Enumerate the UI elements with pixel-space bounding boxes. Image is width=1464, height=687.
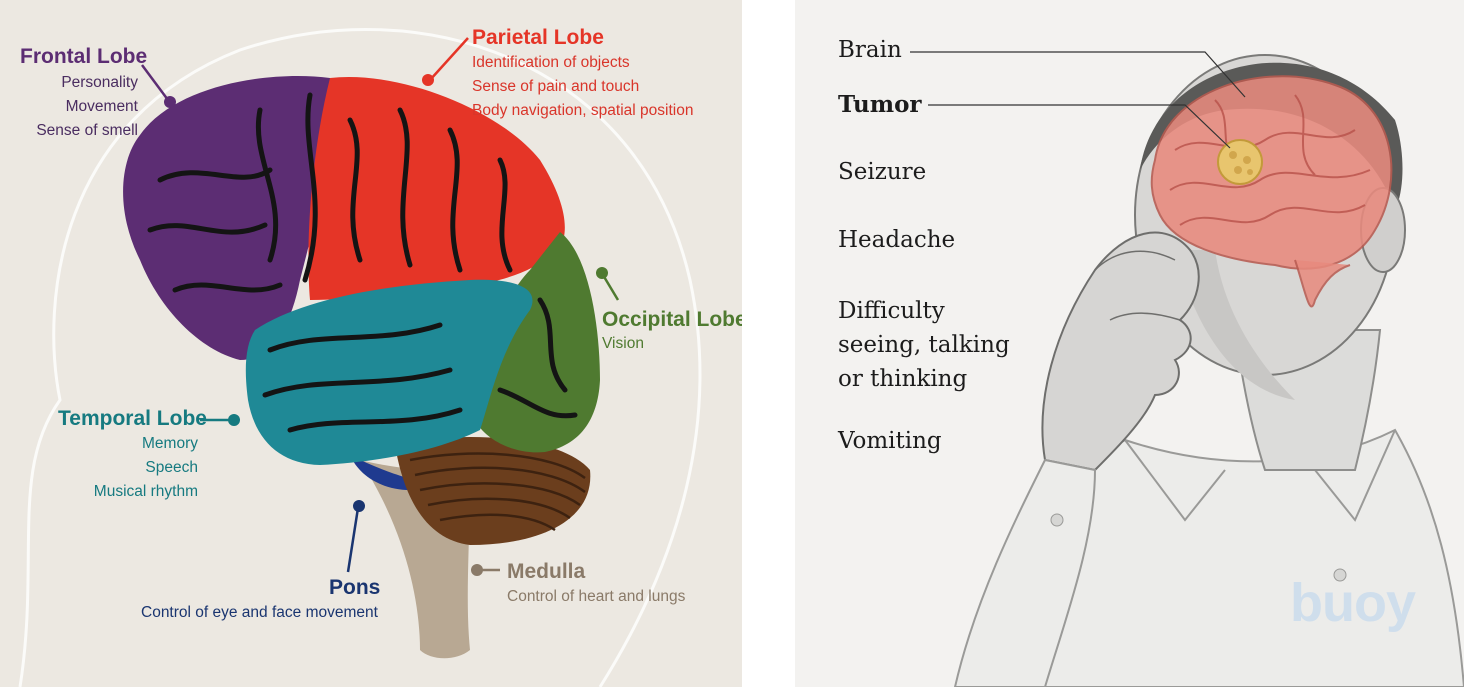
hand <box>1042 233 1198 470</box>
label-seizure: Seizure <box>838 159 926 185</box>
pons-title: Pons <box>329 576 380 600</box>
medulla-title: Medulla <box>507 560 585 584</box>
temporal-lobe-title: Temporal Lobe <box>58 407 207 431</box>
label-difficulty-line: or thinking <box>838 362 1010 396</box>
frontal-lobe-desc: Personality Movement Sense of smell <box>36 71 138 143</box>
occipital-lobe-line: Vision <box>602 332 644 356</box>
frontal-lobe-line: Sense of smell <box>36 119 138 143</box>
parietal-lobe-line: Identification of objects <box>472 51 693 75</box>
label-difficulty-line: Difficulty <box>838 294 1010 328</box>
label-tumor: Tumor <box>838 91 922 118</box>
occipital-lobe-title: Occipital Lobe <box>602 308 742 332</box>
label-difficulty-line: seeing, talking <box>838 328 1010 362</box>
temporal-lobe-line: Speech <box>94 456 198 480</box>
label-brain: Brain <box>838 37 902 63</box>
parietal-lobe-line: Sense of pain and touch <box>472 75 693 99</box>
tumor-symptoms-illustration: Brain Tumor Seizure Headache Difficulty … <box>795 0 1464 687</box>
brain-drawing <box>1152 76 1392 268</box>
buoy-watermark: buoy <box>1290 572 1415 634</box>
temporal-lobe-desc: Memory Speech Musical rhythm <box>94 432 198 504</box>
parietal-lobe-line: Body navigation, spatial position <box>472 99 693 123</box>
label-headache: Headache <box>838 227 955 253</box>
label-vomiting: Vomiting <box>838 428 942 454</box>
frontal-lobe-line: Movement <box>36 95 138 119</box>
temporal-lobe-line: Musical rhythm <box>94 480 198 504</box>
brain-lobes-diagram: Frontal Lobe Personality Movement Sense … <box>0 0 742 687</box>
temporal-lobe-line: Memory <box>94 432 198 456</box>
tumor-mass <box>1218 140 1262 184</box>
pons-line: Control of eye and face movement <box>141 601 378 625</box>
label-difficulty: Difficulty seeing, talking or thinking <box>838 294 1010 396</box>
frontal-lobe-line: Personality <box>36 71 138 95</box>
medulla-line: Control of heart and lungs <box>507 585 685 609</box>
frontal-lobe-title: Frontal Lobe <box>20 45 147 69</box>
parietal-lobe-title: Parietal Lobe <box>472 26 604 50</box>
parietal-lobe-desc: Identification of objects Sense of pain … <box>472 51 693 123</box>
